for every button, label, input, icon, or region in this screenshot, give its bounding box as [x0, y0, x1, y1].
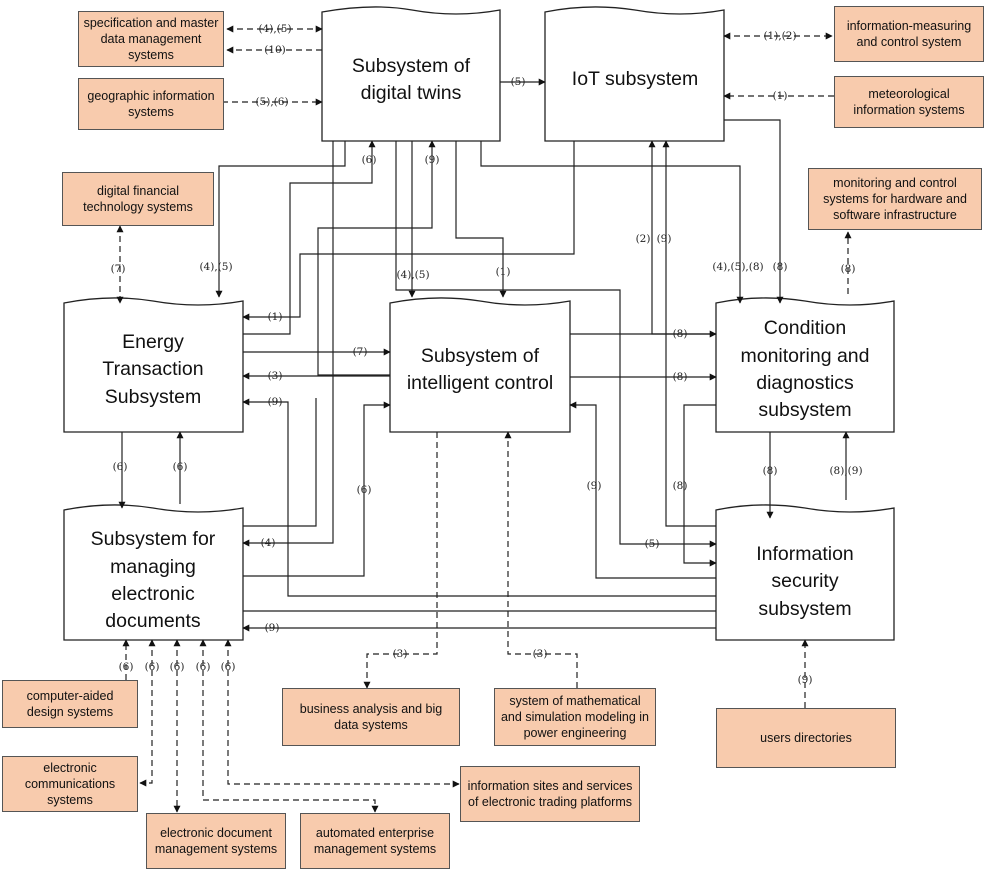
label-doc-ext-4: (6): [196, 661, 211, 673]
label-sec-docs: (9): [265, 622, 280, 634]
label-to-sec-5: (5): [645, 538, 660, 550]
label-doc-ext-2: (6): [145, 661, 160, 673]
flow-sec-iot: [662, 140, 716, 527]
iot-subsystem[interactable]: IoT subsystem: [571, 68, 699, 91]
label-twin-energy: (4),(5): [199, 261, 232, 273]
flow-intel-twin: [317, 140, 436, 376]
label-intel-energy: (3): [268, 370, 283, 382]
label-doc-ext-5: (6): [221, 661, 236, 673]
label-to-docs-4: (4): [261, 537, 276, 549]
label-twin-intel-a: (4),(5): [396, 269, 429, 281]
iot-frame: [544, 6, 725, 142]
digital-financial-system[interactable]: digital financial technology systems: [62, 172, 214, 226]
label-meteo: (1): [773, 90, 788, 102]
energy-transaction-subsystem[interactable]: Energy Transaction Subsystem: [102, 331, 204, 408]
label-twin-intel-b: (1): [496, 266, 511, 278]
electronic-documents-subsystem[interactable]: Subsystem for managing electronic docume…: [90, 528, 216, 633]
label-energy-intel: (7): [353, 346, 368, 358]
label-twin-cond: (4),(5),(8): [712, 261, 763, 273]
label-twin-iot: (5): [511, 76, 526, 88]
info-measuring-control-system[interactable]: information-measuring and control system: [834, 6, 984, 62]
information-security-frame: [715, 504, 895, 641]
electronic-communications-system[interactable]: electronic communications systems: [2, 756, 138, 812]
flow-sec-intel: [569, 401, 716, 579]
flow-intel-sec-8: [683, 404, 717, 567]
flow-business: [363, 432, 438, 689]
label-cond-iot: (2): [636, 233, 651, 245]
electronic-documents-frame: [63, 504, 244, 641]
math-simulation-system[interactable]: system of mathematical and simulation mo…: [494, 688, 656, 746]
label-sec-iot: (9): [657, 233, 672, 245]
flow-iot-energy: [242, 141, 575, 321]
electronic-doc-mgmt-system[interactable]: electronic document management systems: [146, 813, 286, 869]
flow-aem: [199, 639, 379, 813]
automated-enterprise-system[interactable]: automated enterprise management systems: [300, 813, 450, 869]
label-docs-intel: (6): [357, 484, 372, 496]
condition-monitoring-subsystem[interactable]: Condition monitoring and diagnostics sub…: [740, 317, 870, 422]
energy-transaction-frame: [63, 297, 244, 433]
label-monitoring: (8): [841, 263, 856, 275]
flow-iot-cond: [724, 119, 784, 304]
digital-twins-frame: [321, 6, 501, 142]
label-geo: (5),(6): [255, 96, 288, 108]
label-spec-in: (10): [264, 44, 286, 56]
label-cond-in-b: (8): [673, 371, 688, 383]
geographic-info-system[interactable]: geographic information systems: [78, 78, 224, 130]
label-to-math: (3): [533, 648, 548, 660]
label-spec-out: (4),(5): [258, 23, 291, 35]
flow-to-docs-4: [242, 141, 334, 547]
digital-twins-subsystem[interactable]: Subsystem of digital twins: [351, 54, 471, 104]
label-cond-sec: (8): [763, 465, 778, 477]
info-sites-trading-system[interactable]: information sites and services of electr…: [460, 766, 640, 822]
spec-master-data-system[interactable]: specification and master data management…: [78, 11, 224, 67]
label-to-business: (3): [393, 648, 408, 660]
label-intel-twin: (9): [425, 154, 440, 166]
flow-twin-intel-b: [455, 141, 507, 298]
label-iot-cond: (8): [773, 261, 788, 273]
label-energy-docs: (6): [113, 461, 128, 473]
information-security-subsystem[interactable]: Information security subsystem: [756, 543, 854, 620]
label-energy-twin: (6): [362, 154, 377, 166]
label-sec-energy: (9): [268, 396, 283, 408]
label-dft: (7): [111, 263, 126, 275]
flow-twin-cond: [480, 141, 744, 304]
label-cond-in-a: (8): [673, 328, 688, 340]
flow-math: [504, 431, 578, 688]
label-docs-energy: (6): [173, 461, 188, 473]
monitoring-hw-sw-system[interactable]: monitoring and control systems for hardw…: [808, 168, 982, 230]
label-sec-cond: (8),(9): [829, 465, 862, 477]
computer-aided-design-system[interactable]: computer-aided design systems: [2, 680, 138, 728]
users-directories-system[interactable]: users directories: [716, 708, 896, 768]
label-users: (9): [798, 674, 813, 686]
label-sec-intel: (9): [587, 480, 602, 492]
label-imcs: (1),(2): [763, 30, 796, 42]
flow-energy-twin: [243, 140, 376, 335]
business-analysis-system[interactable]: business analysis and big data systems: [282, 688, 460, 746]
intelligent-control-frame: [389, 297, 571, 433]
flow-ecomm: [139, 639, 156, 787]
label-to-sec-8: (8): [673, 480, 688, 492]
flow-sec-energy: [242, 398, 716, 597]
flow-twin-energy: [215, 141, 346, 298]
meteorological-system[interactable]: meteorological information systems: [834, 76, 984, 128]
intelligent-control-subsystem[interactable]: Subsystem of intelligent control: [406, 344, 554, 394]
flow-twin-sec-5: [395, 141, 717, 548]
label-iot-energy: (1): [268, 311, 283, 323]
label-doc-ext-1: (6): [119, 661, 134, 673]
flow-infosites: [224, 639, 460, 788]
label-doc-ext-3: (6): [170, 661, 185, 673]
flow-docs-intel: [243, 401, 391, 577]
flow-docs-right: [243, 398, 317, 527]
